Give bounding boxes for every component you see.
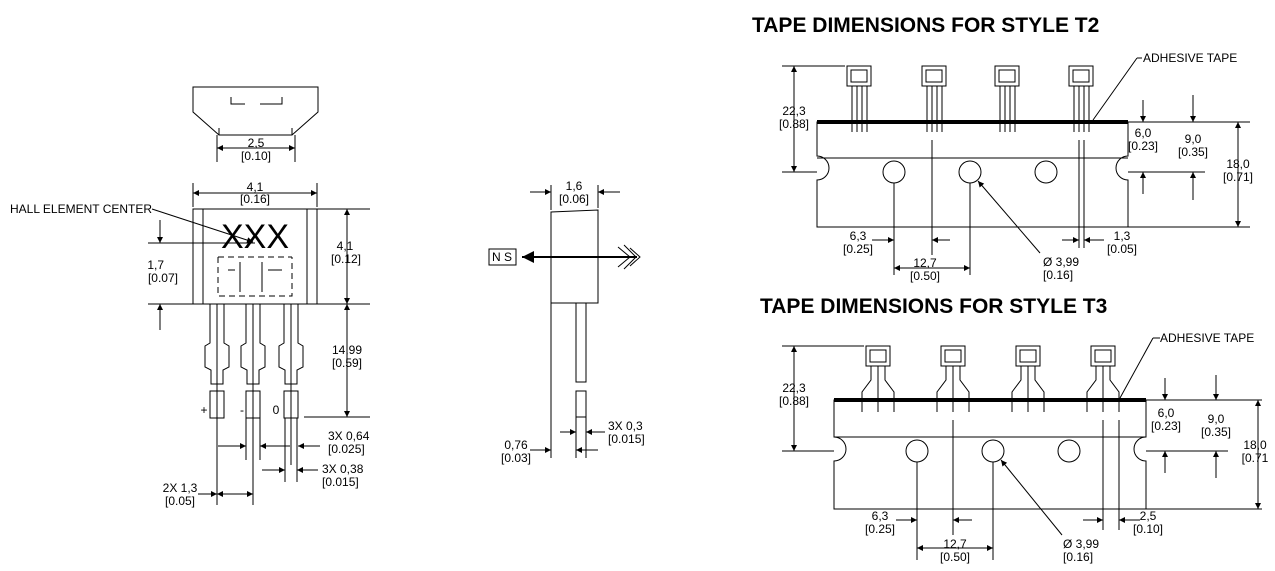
lead-width2-label: 3X 0,38 [322,462,364,476]
side-thickness-label: 1,6 [566,179,583,193]
lead-thickness-inch-label: [0.015] [608,432,645,446]
t3-components [861,345,1120,412]
side-thickness-inch-label: [0.06] [559,192,589,206]
t2-height-inch-label: [0.88] [779,117,809,131]
tape-t3-view: TAPE DIMENSIONS FOR STYLE T3 ADHESIVE TA… [760,295,1269,564]
t3-d3-label: 18,0 [1243,438,1267,452]
tape-t2-view: TAPE DIMENSIONS FOR STYLE T2 ADHESIVE TA… [752,14,1253,283]
t3-height-inch-label: [0.88] [779,394,809,408]
t2-d5-inch-label: [0.05] [1107,242,1137,256]
marking-text: XXX [221,218,289,256]
t3-d3-inch-label: [0.71 [1242,451,1269,465]
t2-d4-inch-label: [0.25] [843,242,873,256]
lead-pitch-inch-label: [0.05] [165,494,195,508]
leads [204,304,304,505]
tape-t3-title: TAPE DIMENSIONS FOR STYLE T3 [760,295,1107,318]
t3-d2-label: 9,0 [1208,412,1225,426]
t3-adhesive-label: ADHESIVE TAPE [1160,331,1254,345]
body-height-label: 4,1 [337,239,354,253]
t2-d1-inch-label: [0.23] [1128,139,1158,153]
hall-offset-inch-label: [0.07] [148,271,178,285]
offset-label: 0,76 [504,438,528,452]
lead-length-inch-label: [0.59] [332,356,362,370]
lead-thickness-label: 3X 0,3 [608,419,643,433]
t3-height-label: 22,3 [782,381,806,395]
pin-plus-label: + [200,403,207,417]
t2-height-label: 22,3 [782,104,806,118]
t3-d4-label: 6,3 [872,509,889,523]
package-front-view: 2,5 [0.10] 4,1 [0.16] XXX HALL ELEMENT C… [10,86,370,508]
body-height-inch-label: [0.12] [331,252,361,266]
lead-width-label: 3X 0,64 [328,429,370,443]
t3-pitch-label: 12,7 [943,537,967,551]
t2-hole-label: Ø 3,99 [1043,255,1079,269]
body-width-label: 4,1 [247,180,264,194]
top-width-label: 2,5 [248,136,265,150]
t2-d1-label: 6,0 [1135,126,1152,140]
lead-width2-inch-label: [0.015] [322,475,359,489]
pin-zero-label: 0 [273,403,280,417]
t2-hole-inch-label: [0.16] [1043,268,1073,282]
t2-pitch-label: 12,7 [913,256,937,270]
t2-d2-inch-label: [0.35] [1178,145,1208,159]
package-side-view: 1,6 [0.06] N S 3X 0,3 [0.015] 0,76 [0.03… [488,179,645,465]
lead-pitch-label: 2X 1,3 [163,481,198,495]
t2-pitch-inch-label: [0.50] [910,269,940,283]
t3-hole-inch-label: [0.16] [1063,550,1093,564]
t3-d1-label: 6,0 [1158,406,1175,420]
t3-hole-label: Ø 3,99 [1063,537,1099,551]
tape-t2-title: TAPE DIMENSIONS FOR STYLE T2 [752,14,1099,37]
t2-d3-inch-label: [0.71] [1223,170,1253,184]
t3-pitch-inch-label: [0.50] [940,550,970,564]
lead-length-label: 14,99 [332,343,362,357]
t3-d4-inch-label: [0.25] [865,522,895,536]
offset-inch-label: [0.03] [501,451,531,465]
lead-width-inch-label: [0.025] [328,442,365,456]
top-width-inch-label: [0.10] [241,149,271,163]
t2-d5-label: 1,3 [1114,229,1131,243]
t2-d3-label: 18,0 [1226,157,1250,171]
t2-d4-label: 6,3 [850,229,867,243]
t2-d2-label: 9,0 [1185,132,1202,146]
body-width-inch-label: [0.16] [240,192,270,206]
hall-offset-label: 1,7 [147,258,164,272]
t2-adhesive-label: ADHESIVE TAPE [1143,51,1237,65]
pin-minus-label: - [240,403,244,417]
hall-element-center-label: HALL ELEMENT CENTER [10,202,152,216]
t3-d2-inch-label: [0.35] [1201,425,1231,439]
t3-d5-label: 2,5 [1140,509,1157,523]
t2-components [846,65,1094,132]
magnet-ns-label: N S [492,250,512,264]
t3-d5-inch-label: [0.10] [1133,522,1163,536]
t3-d1-inch-label: [0.23] [1151,419,1181,433]
